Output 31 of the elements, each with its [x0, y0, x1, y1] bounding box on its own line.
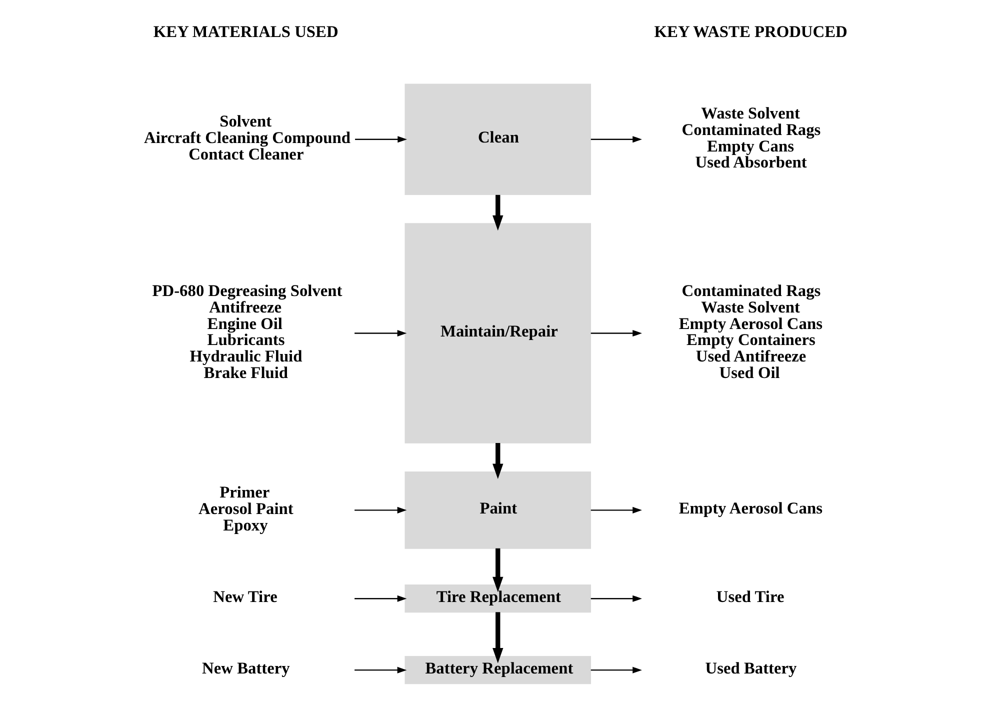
node-text: Used Battery: [704, 658, 796, 678]
arrow: [590, 506, 642, 514]
arrow: [590, 595, 642, 602]
node-text: Empty Aerosol Cans: [678, 498, 822, 518]
node-text: New Tire: [212, 586, 277, 606]
node-box: Clean: [404, 84, 591, 195]
node-text: PD-680 Degreasing Solvent Antifreeze Engine Oil Lubricants Hydraulic Fluid Brake Fluid: [152, 281, 342, 382]
arrow: [492, 548, 503, 592]
node-text: Waste Solvent Contaminated Rags Empty Cans Used Absorbent: [681, 104, 820, 172]
arrow: [354, 666, 406, 674]
node-box: Paint: [404, 472, 591, 549]
label: KEY WASTE PRODUCED: [654, 22, 847, 42]
node-text: Used Tire: [716, 586, 784, 606]
arrow: [590, 666, 642, 674]
node-text: New Battery: [202, 658, 290, 678]
arrow: [492, 612, 503, 664]
arrow: [354, 595, 406, 602]
arrow: [492, 443, 503, 479]
node-box: Battery Replacement: [404, 656, 591, 684]
label: KEY MATERIALS USED: [152, 22, 338, 42]
arrow: [354, 136, 407, 143]
arrow: [590, 136, 642, 143]
node-text: Primer Aerosol Paint Epoxy: [198, 482, 293, 534]
node-box: Maintain/Repair: [404, 223, 591, 444]
arrow: [492, 194, 503, 231]
node-text: Solvent Aircraft Cleaning Compound Contact Cleaner: [144, 112, 350, 164]
arrow: [354, 506, 406, 514]
arrow: [590, 330, 642, 337]
arrow: [354, 330, 406, 337]
node-text: Contaminated Rags Waste Solvent Empty Aerosol Cans Empty Containers Used Antifreeze Used Oil: [678, 281, 822, 382]
node-box: Tire Replacement: [404, 584, 591, 613]
